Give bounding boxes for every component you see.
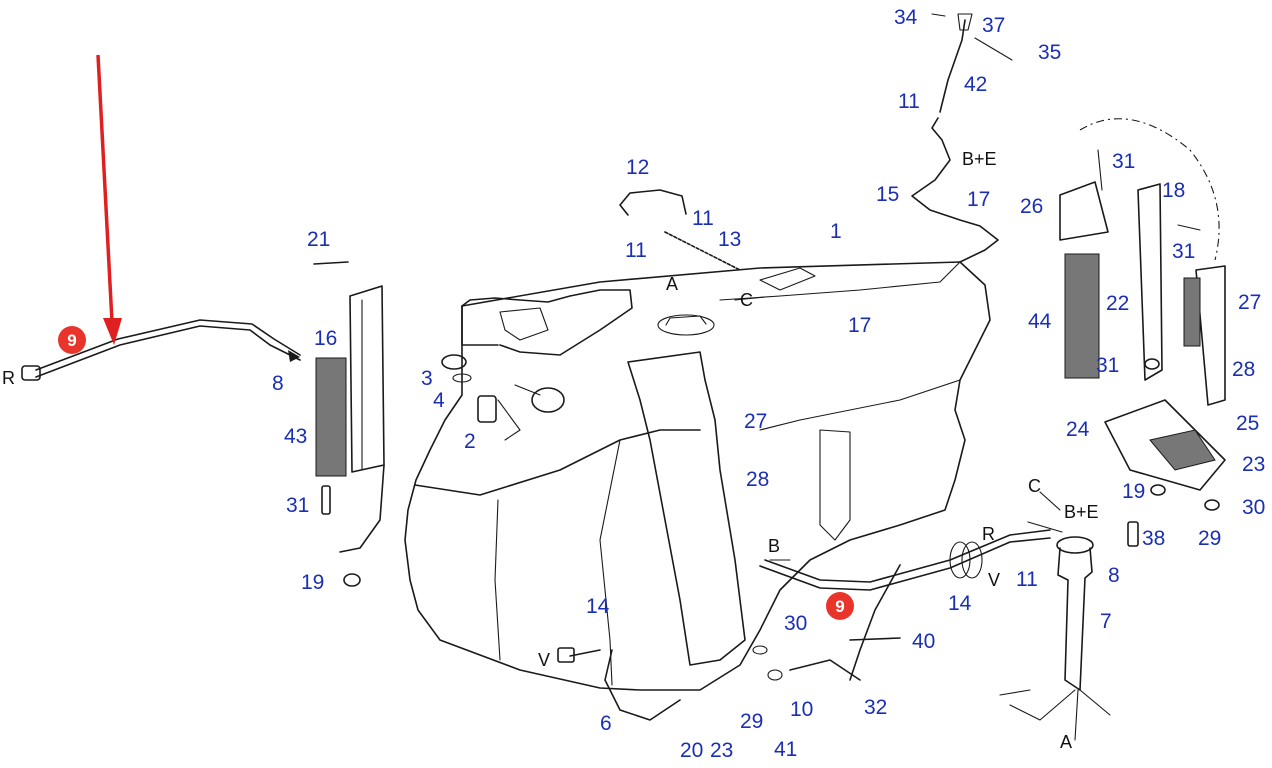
callout-37: 37 — [982, 14, 1005, 37]
letter-r-right: R — [982, 524, 995, 544]
pipes-and-parts — [21, 13, 1111, 741]
callout-31-lower-right: 31 — [1096, 354, 1119, 377]
callout-badge-center: 9 — [826, 592, 854, 620]
callout-17-top: 17 — [967, 188, 990, 211]
callout-4: 4 — [433, 389, 445, 412]
callout-42: 42 — [964, 73, 987, 96]
callout-23-bottom: 23 — [710, 739, 733, 762]
callout-13: 13 — [718, 228, 741, 251]
callout-23-right: 23 — [1242, 453, 1265, 476]
fuel-tank — [404, 261, 991, 691]
callout-20: 20 — [680, 739, 703, 762]
callout-1: 1 — [830, 220, 842, 243]
letter-a-top: A — [666, 274, 678, 294]
callout-12: 12 — [626, 156, 649, 179]
callout-21: 21 — [307, 228, 330, 251]
callout-11-hose-right: 11 — [692, 207, 714, 230]
svg-text:9: 9 — [835, 597, 844, 616]
callout-31-upper-right: 31 — [1172, 240, 1195, 263]
direction-letters: R A C B+E C B+E R V B V A — [2, 149, 1099, 752]
letter-be-right: B+E — [1064, 502, 1099, 522]
letter-r-left: R — [2, 368, 15, 388]
right-bracket-assembly — [1059, 118, 1226, 547]
callout-19-right: 19 — [1122, 480, 1145, 503]
callout-30-right: 30 — [1242, 496, 1265, 519]
callout-27-center: 27 — [744, 410, 767, 433]
letter-v-right: V — [988, 570, 1000, 590]
callout-43: 43 — [284, 425, 307, 448]
callout-29-right: 29 — [1198, 527, 1221, 550]
letter-a-bottom: A — [1060, 732, 1072, 752]
callout-6: 6 — [600, 712, 612, 735]
letter-v-bottom: V — [538, 650, 550, 670]
callout-11-right: 11 — [1016, 568, 1038, 591]
callout-10: 10 — [790, 698, 813, 721]
leader-lines — [734, 296, 1063, 561]
callout-30-center: 30 — [784, 612, 807, 635]
callout-44: 44 — [1028, 310, 1052, 333]
callout-32: 32 — [864, 696, 887, 719]
callout-3: 3 — [421, 367, 433, 390]
callout-18: 18 — [1162, 179, 1185, 202]
callout-27-right: 27 — [1238, 291, 1261, 314]
callout-35: 35 — [1038, 41, 1061, 64]
callout-14-right: 14 — [948, 592, 972, 615]
callout-31-top: 31 — [1112, 150, 1135, 173]
letter-c-right: C — [1028, 476, 1041, 496]
callout-17-mid: 17 — [848, 314, 871, 337]
letter-be-top: B+E — [962, 149, 997, 169]
pointer-arrow — [96, 54, 122, 345]
callout-7: 7 — [1100, 610, 1112, 633]
callout-38: 38 — [1142, 527, 1165, 550]
callout-41: 41 — [774, 738, 797, 761]
callout-2: 2 — [464, 430, 476, 453]
callout-14-left: 14 — [586, 595, 610, 618]
callout-19-left: 19 — [301, 571, 324, 594]
callout-25: 25 — [1236, 412, 1259, 435]
letter-b-line: B — [768, 536, 780, 556]
callout-24: 24 — [1066, 418, 1090, 441]
callout-34: 34 — [894, 6, 918, 29]
letter-c-top: C — [740, 290, 753, 310]
callout-29-center: 29 — [740, 710, 763, 733]
callout-11-top: 11 — [898, 90, 920, 113]
callout-40: 40 — [912, 630, 935, 653]
svg-text:9: 9 — [67, 331, 76, 350]
callout-8-right: 8 — [1108, 564, 1120, 587]
left-bracket-assembly — [313, 261, 385, 587]
callout-15: 15 — [876, 183, 899, 206]
callout-31-left: 31 — [286, 494, 309, 517]
callout-28-right: 28 — [1232, 358, 1255, 381]
callout-8-left: 8 — [272, 372, 284, 395]
callout-28-center: 28 — [746, 468, 769, 491]
callout-26: 26 — [1020, 195, 1043, 218]
callout-badge-left: 9 — [58, 326, 86, 354]
callout-16: 16 — [314, 327, 337, 350]
part-callouts: 34 37 35 42 11 15 17 1 12 11 11 13 17 21… — [272, 6, 1265, 762]
callout-22: 22 — [1106, 292, 1129, 315]
callout-11-hose-left: 11 — [625, 239, 647, 262]
